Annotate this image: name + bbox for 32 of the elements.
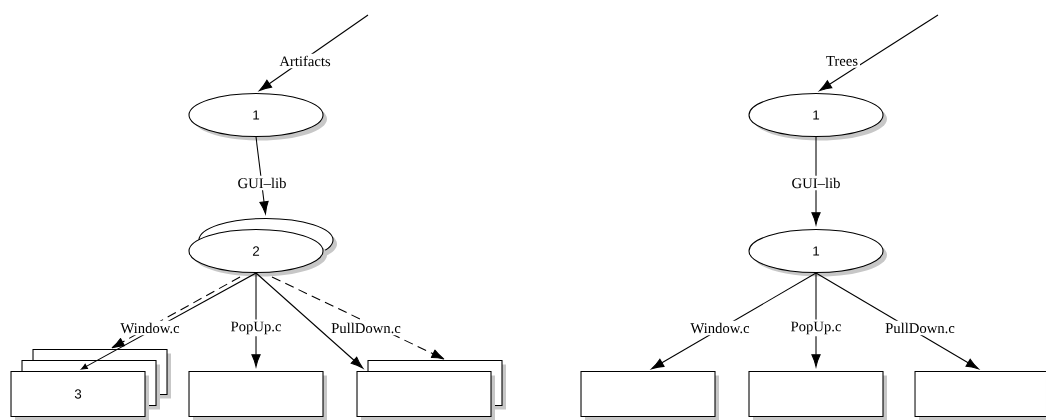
arrow bbox=[255, 272, 364, 369]
arrow bbox=[111, 276, 241, 349]
edge-label: GUI–lib bbox=[235, 175, 289, 191]
arrow bbox=[271, 276, 445, 360]
ellipse-node: 1 bbox=[748, 92, 887, 141]
box-node bbox=[914, 370, 1046, 420]
stacked-box-node: 3 bbox=[10, 348, 171, 420]
arrow bbox=[811, 136, 821, 226]
stacked-box-node bbox=[356, 359, 506, 420]
ellipse-node: 1 bbox=[188, 92, 327, 141]
arrow bbox=[811, 272, 821, 368]
edge-label: GUI–lib bbox=[789, 175, 843, 191]
edge-label: Trees bbox=[824, 54, 861, 68]
edge-label: PullDown.c bbox=[329, 320, 403, 336]
ellipse-node: 1 bbox=[748, 228, 887, 277]
arrow bbox=[651, 272, 817, 370]
edge-label: Window.c bbox=[688, 320, 752, 336]
arrow bbox=[251, 272, 261, 368]
arrow bbox=[819, 14, 939, 92]
edge-label: Artifacts bbox=[277, 53, 333, 69]
arrow bbox=[815, 272, 979, 370]
edge-label: PopUp.c bbox=[228, 319, 284, 337]
box-node bbox=[188, 370, 327, 420]
box-node bbox=[748, 370, 887, 420]
edge-label: PopUp.c bbox=[788, 319, 844, 337]
stacked-ellipse-node: 2 bbox=[188, 217, 337, 277]
edge-label: Window.c bbox=[118, 320, 182, 336]
box-node bbox=[580, 370, 719, 420]
arrow bbox=[80, 272, 257, 370]
arrow bbox=[259, 14, 369, 91]
edge-label: PullDown.c bbox=[883, 320, 957, 336]
arrow bbox=[255, 136, 269, 215]
